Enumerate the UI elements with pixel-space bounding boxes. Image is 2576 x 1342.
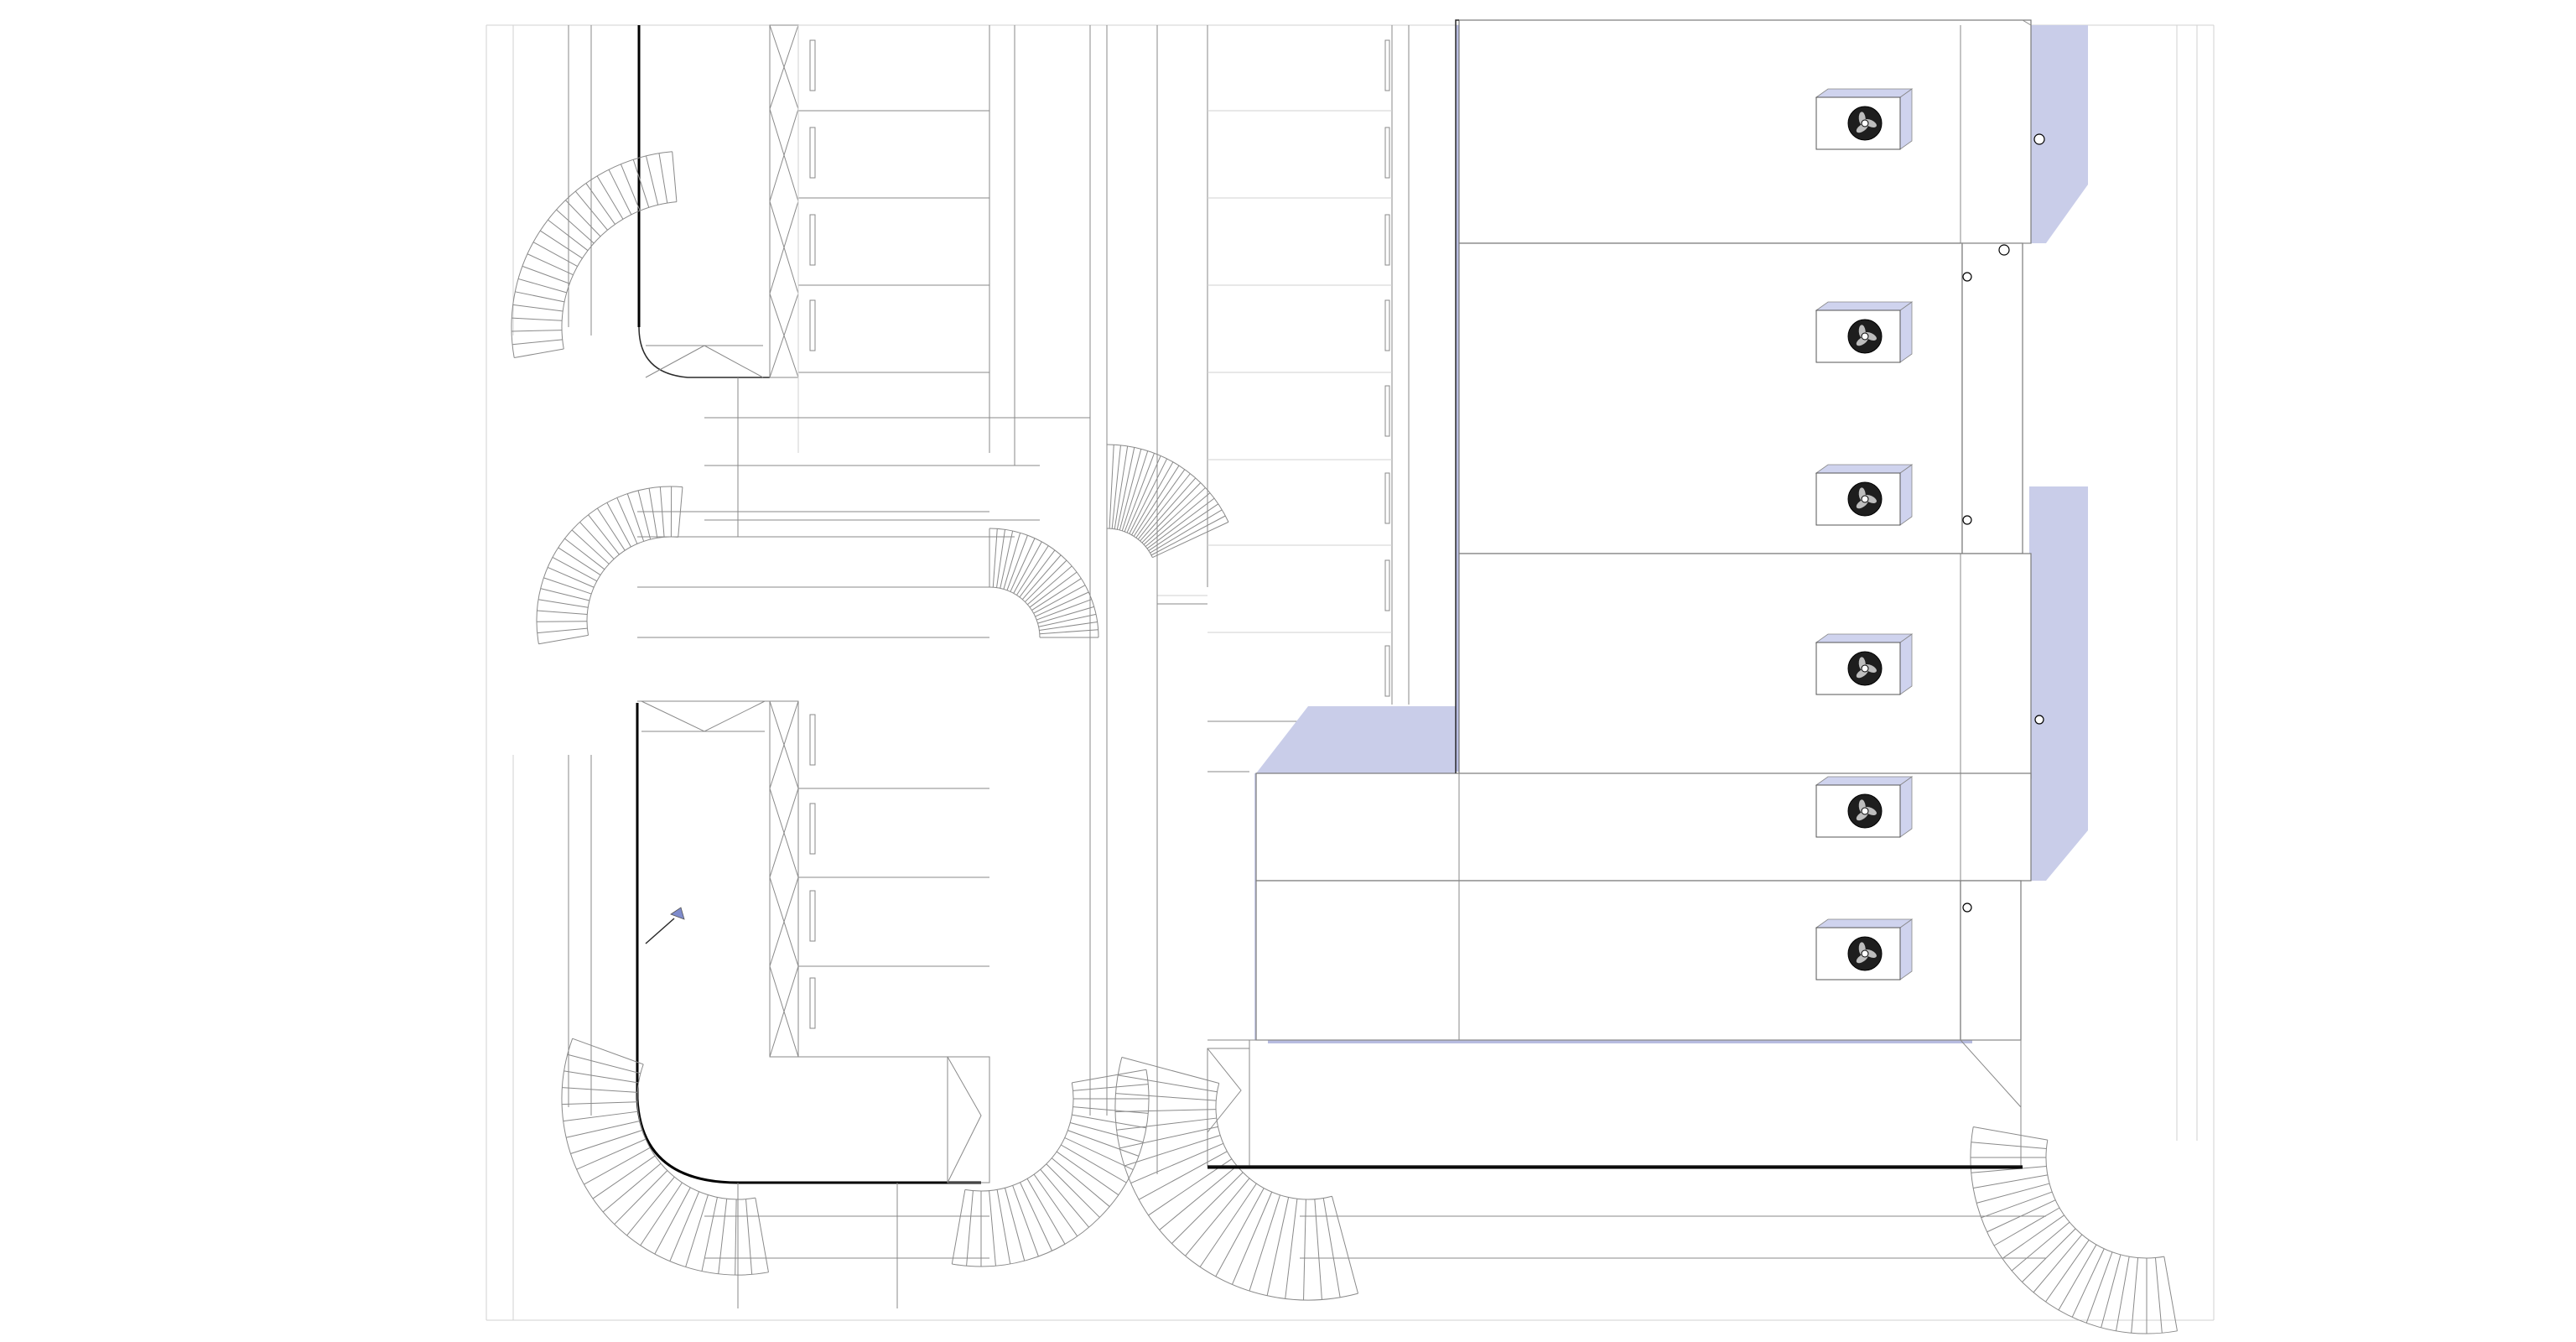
door-markers xyxy=(1962,133,2045,913)
driveways xyxy=(704,417,2046,1259)
column-marker-icon xyxy=(1962,515,1972,525)
door-marker-icon xyxy=(1998,244,2010,256)
stair-icon xyxy=(951,1069,1150,1267)
hvac-fan-icon xyxy=(1815,464,1914,526)
stair-icon xyxy=(989,528,1099,638)
parking-stalls-upper xyxy=(798,39,1015,419)
stair-icon xyxy=(1970,1126,2178,1334)
lamp-post-icon xyxy=(645,907,685,944)
hvac-units xyxy=(1815,88,1914,980)
lower-parking-lot xyxy=(568,511,1015,1308)
stair-icon xyxy=(536,486,683,645)
parking-stalls-lower xyxy=(798,714,989,1058)
hvac-fan-icon xyxy=(1815,633,1914,695)
hvac-fan-icon xyxy=(1815,88,1914,150)
upper-parking-lot xyxy=(568,24,1108,1116)
main-building xyxy=(1255,19,2032,1041)
hvac-fan-icon xyxy=(1815,918,1914,980)
south-plaza xyxy=(1207,1039,2023,1169)
stair-icon xyxy=(1106,444,1229,559)
column-marker-icon xyxy=(1962,272,1972,282)
hvac-fan-icon xyxy=(1815,301,1914,363)
column-marker-icon xyxy=(1962,902,1972,913)
hvac-fan-icon xyxy=(1815,776,1914,838)
door-marker-icon xyxy=(2033,133,2045,145)
stair-icon xyxy=(561,1038,769,1276)
window-bays xyxy=(1208,39,1392,697)
stair-icon xyxy=(511,151,678,358)
stair-icon xyxy=(1114,1056,1359,1301)
stair-groups xyxy=(511,151,2178,1334)
column-marker-icon xyxy=(2034,715,2044,725)
